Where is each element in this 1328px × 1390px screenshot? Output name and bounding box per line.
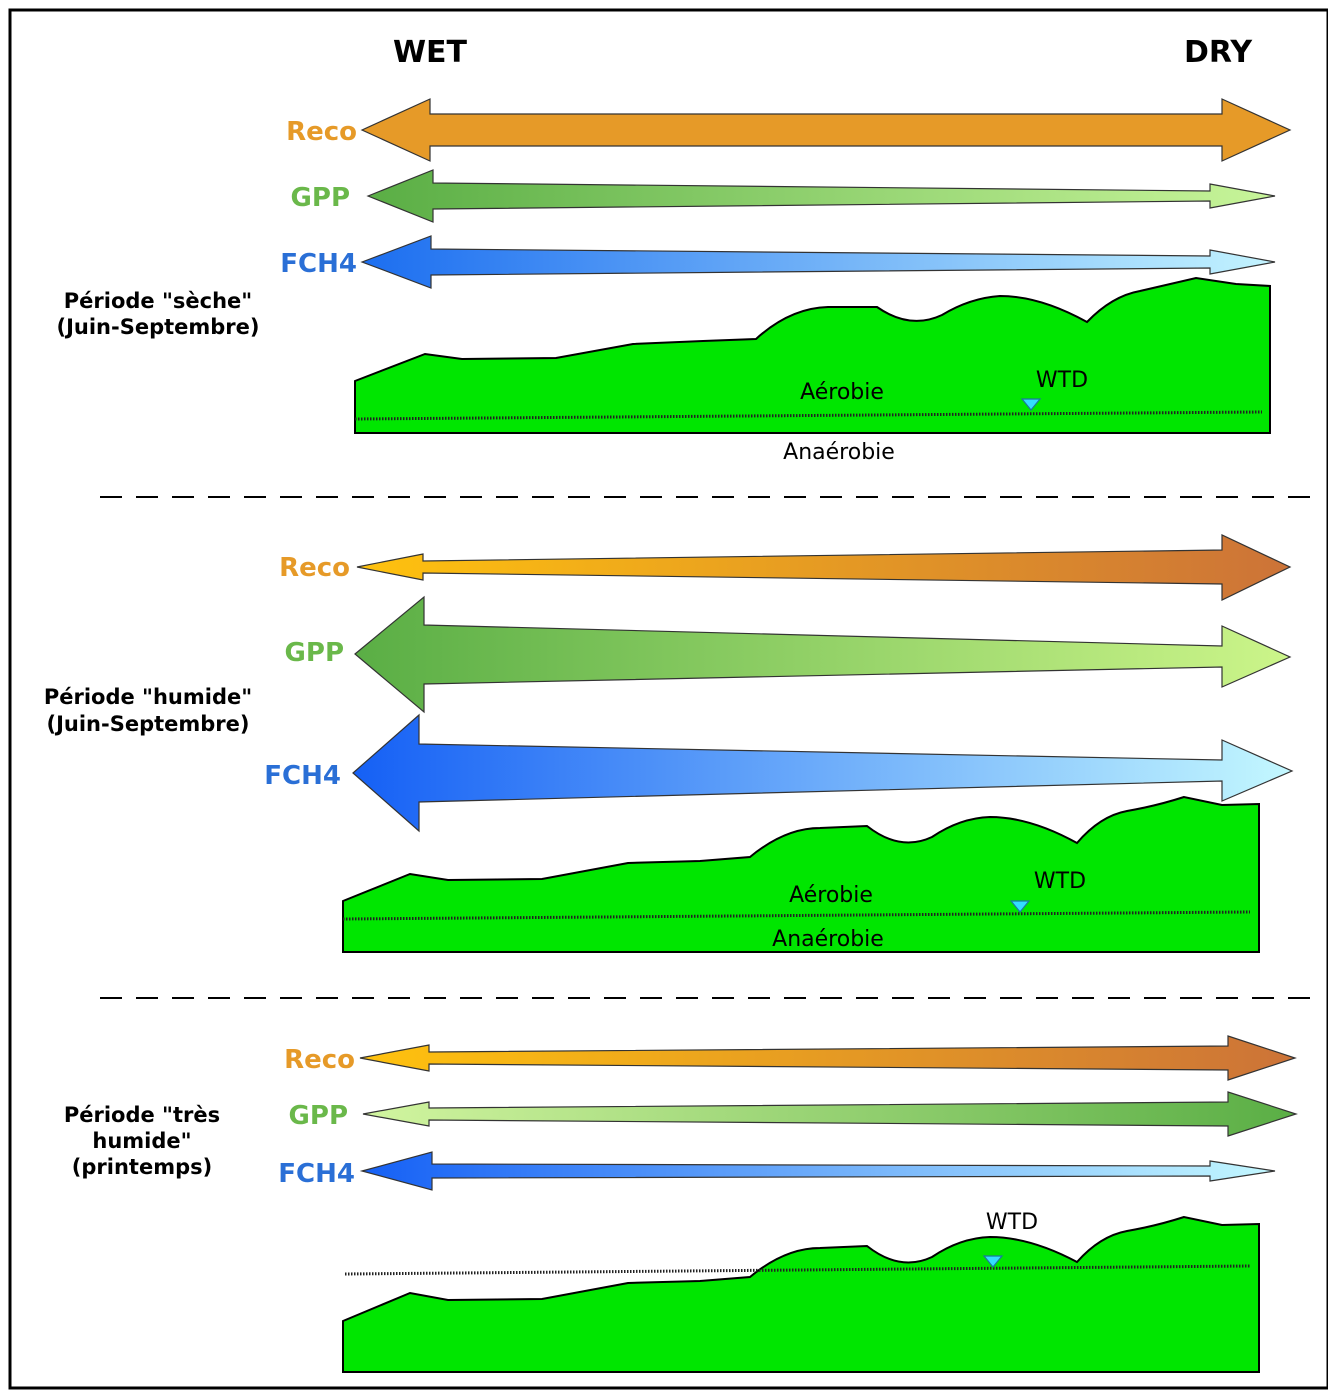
flux-label-gpp: GPP [289, 1101, 348, 1131]
outer-frame [8, 8, 1328, 1390]
reco-flux-arrow [356, 534, 1292, 601]
wtd-marker-icon [1009, 900, 1031, 913]
period-label-line1: Période "sèche" [64, 289, 252, 313]
peatland-ground-profile [342, 1215, 1260, 1373]
peatland-ground-profile [354, 276, 1271, 434]
period-label-line2: humide" [92, 1129, 191, 1153]
water-table-line [354, 410, 1263, 421]
dry-header: DRY [1184, 35, 1253, 70]
flux-label-fch4: FCH4 [278, 1159, 355, 1189]
anaerobic-zone-label: Anaérobie [772, 927, 884, 952]
flux-label-fch4: FCH4 [264, 761, 341, 791]
anaerobic-zone-label: Anaérobie [783, 440, 895, 465]
gpp-flux-arrow [354, 595, 1292, 714]
flux-label-fch4: FCH4 [280, 249, 357, 279]
flux-label-reco: Reco [284, 1045, 355, 1075]
flux-label-reco: Reco [279, 553, 350, 583]
wtd-marker-icon [982, 1255, 1004, 1268]
water-table-line [344, 1264, 1251, 1276]
period-label-line2: (Juin-Septembre) [46, 712, 249, 736]
period-label-line1: Période "très [64, 1103, 220, 1127]
wtd-marker-icon [1020, 398, 1042, 411]
water-table-line [342, 910, 1251, 921]
flux-label-gpp: GPP [285, 638, 344, 668]
flux-label-reco: Reco [286, 117, 357, 147]
flux-label-gpp: GPP [291, 183, 350, 213]
aerobic-zone-label: Aérobie [789, 883, 873, 908]
wtd-label: WTD [1034, 869, 1086, 894]
wtd-label: WTD [986, 1210, 1038, 1235]
fch4-flux-arrow [352, 713, 1294, 833]
panel-wet-period: Période "humide" (Juin-Septembre) Reco G… [44, 534, 1294, 953]
period-label-line1: Période "humide" [44, 685, 252, 709]
period-label-line3: (printemps) [72, 1155, 212, 1179]
period-label-line2: (Juin-Septembre) [56, 315, 259, 339]
reco-flux-arrow [359, 1035, 1297, 1081]
reco-flux-arrow [360, 98, 1292, 162]
gpp-flux-arrow [362, 1091, 1298, 1137]
panel-very-wet-period: Période "très humide" (printemps) Reco G… [64, 1035, 1298, 1373]
panel-dry-period: Période "sèche" (Juin-Septembre) Reco GP… [56, 98, 1292, 465]
gpp-flux-arrow [366, 169, 1276, 223]
fch4-flux-arrow [359, 1151, 1276, 1191]
fch4-flux-arrow [360, 235, 1276, 289]
wet-header: WET [393, 35, 468, 70]
wtd-label: WTD [1036, 368, 1088, 393]
aerobic-zone-label: Aérobie [800, 380, 884, 405]
